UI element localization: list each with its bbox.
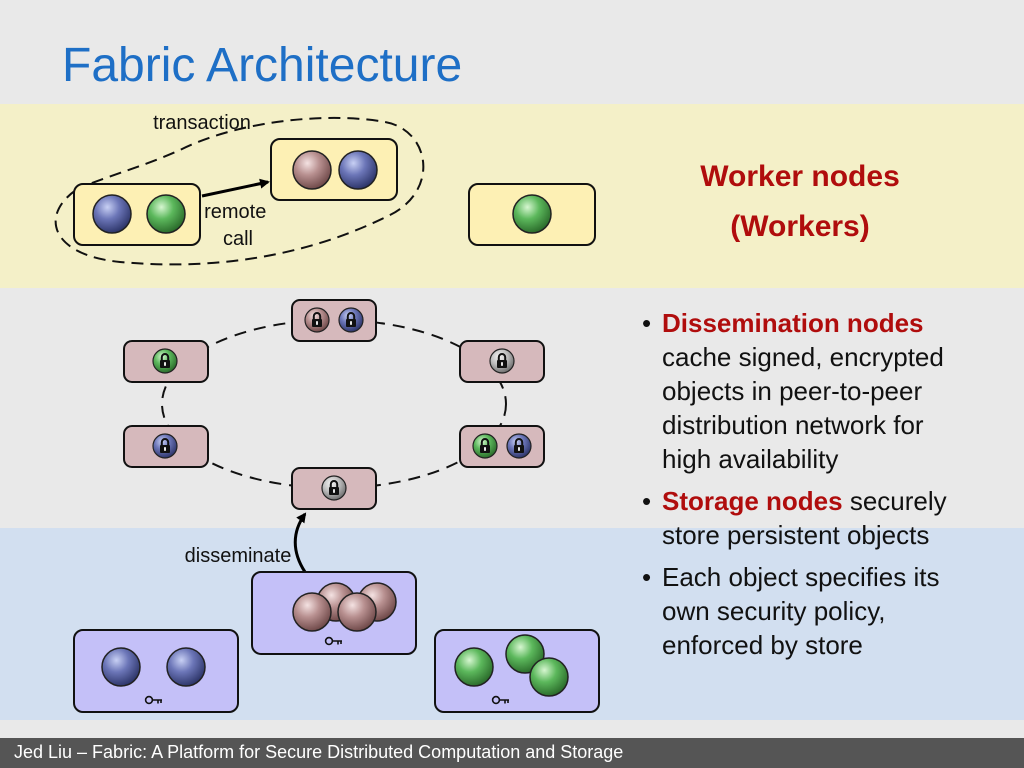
slide-title: Fabric Architecture: [62, 39, 463, 92]
remote-call-arrow: [201, 178, 270, 198]
storage-node: [251, 571, 417, 655]
blue-object: [101, 647, 141, 687]
architecture-diagram: transaction remote call: [54, 112, 600, 713]
worker-node: [468, 183, 596, 246]
worker-node: [73, 183, 201, 246]
remote-call-label: remote call: [204, 201, 272, 250]
mauve-object: [292, 592, 332, 632]
dissemination-node: [123, 425, 209, 468]
dissemination-node: [459, 425, 545, 468]
mauve-object: [292, 150, 332, 190]
bullet-storage-nodes: Storage nodes securely store persistent …: [640, 484, 970, 552]
storage-node: [73, 629, 239, 713]
bullet-text: cache signed, encrypted objects in peer-…: [662, 342, 944, 474]
green-object: [146, 194, 186, 234]
bullet-list: Dissemination nodes cache signed, encryp…: [640, 306, 970, 670]
disseminate-arrow: [293, 512, 307, 573]
storage-node: [434, 629, 600, 713]
blue-object: [338, 150, 378, 190]
transaction-label: transaction: [153, 112, 251, 134]
dissemination-node: [123, 340, 209, 383]
bullet-text: securely store persistent objects: [662, 486, 947, 550]
worker-nodes-heading: Worker nodes (Workers): [650, 152, 950, 252]
bullet-security-policy: Each object specifies its own security p…: [640, 560, 970, 662]
dissemination-node: [291, 299, 377, 342]
mauve-object: [337, 592, 377, 632]
worker-nodes-heading-line2: (Workers): [730, 210, 870, 243]
blue-object: [166, 647, 206, 687]
bullet-term: Dissemination nodes: [662, 308, 924, 338]
green-object: [512, 194, 552, 234]
peer-to-peer-ring: [161, 319, 507, 489]
blue-object: [92, 194, 132, 234]
green-object: [505, 634, 545, 674]
dissemination-node: [459, 340, 545, 383]
bullet-dissemination-nodes: Dissemination nodes cache signed, encryp…: [640, 306, 970, 476]
worker-node: [270, 138, 398, 201]
transaction-boundary: [54, 116, 425, 266]
footer-bar: Jed Liu – Fabric: A Platform for Secure …: [0, 738, 1024, 768]
footer-text: Jed Liu – Fabric: A Platform for Secure …: [14, 742, 624, 762]
green-object: [454, 647, 494, 687]
green-object: [529, 657, 569, 697]
disseminate-label: disseminate: [185, 545, 292, 567]
bullet-text: Each object specifies its own security p…: [662, 562, 940, 660]
worker-nodes-heading-line1: Worker nodes: [700, 160, 900, 193]
dissemination-node: [291, 467, 377, 510]
bullet-term: Storage nodes: [662, 486, 843, 516]
